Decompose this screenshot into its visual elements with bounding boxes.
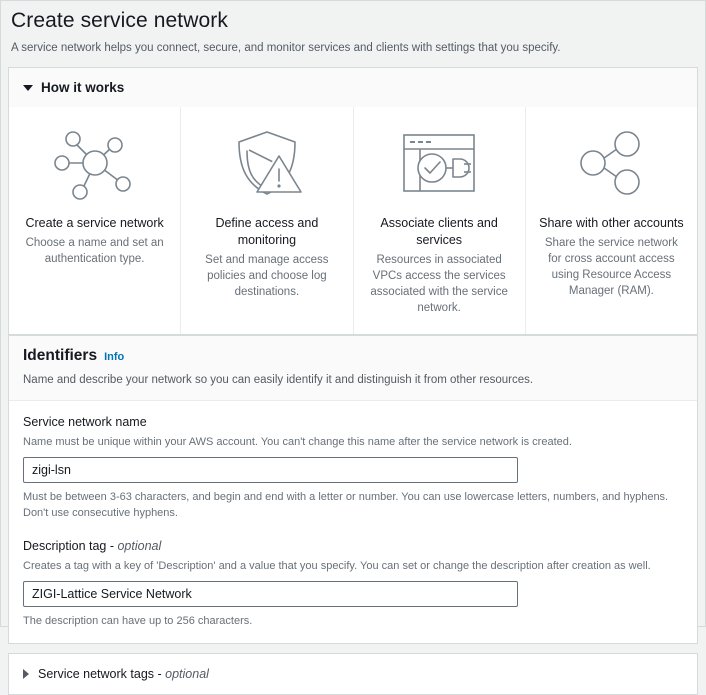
service-network-tags-toggle[interactable]: Service network tags - optional [8,653,698,695]
optional-suffix: optional [117,539,162,553]
identifiers-container: Identifiers Info Name and describe your … [8,335,698,644]
network-hub-icon [53,123,137,203]
identifiers-header: Identifiers Info Name and describe your … [9,336,697,401]
card-title: Share with other accounts [539,216,684,230]
page-subtitle: A service network helps you connect, sec… [11,42,561,54]
how-it-works-container: How it works [8,67,698,335]
how-it-works-title: How it works [41,80,125,95]
field-label: Description tag - optional [23,538,683,555]
caret-down-icon [23,84,33,91]
how-it-works-card: Create a service network Choose a name a… [9,107,180,334]
field-sub-hint: Must be between 3-63 characters, and beg… [23,491,669,519]
field-label-text: Service network name [23,415,147,429]
card-description: Share the service network for cross acco… [544,237,678,297]
service-network-name-field: Service network name Name must be unique… [23,414,683,521]
info-link[interactable]: Info [104,351,125,363]
field-hint: Name must be unique within your AWS acco… [23,436,572,448]
service-network-name-input[interactable] [23,457,518,483]
page-title: Create service network [11,9,228,32]
field-label-text: Description tag - [23,539,118,553]
how-it-works-card: Define access and monitoring Set and man… [180,107,352,334]
card-title: Create a service network [25,216,164,230]
card-description: Set and manage access policies and choos… [205,254,329,298]
card-description: Choose a name and set an authentication … [25,237,164,265]
optional-suffix: optional [165,667,209,681]
identifiers-title: Identifiers [23,347,98,364]
shield-warning-icon [225,123,309,203]
field-sub-hint: The description can have up to 256 chara… [23,615,253,627]
how-it-works-card: Associate clients and services Resources… [352,107,525,334]
how-it-works-card: Share with other accounts Share the serv… [524,107,697,334]
browser-plug-check-icon [394,123,484,203]
how-it-works-toggle[interactable]: How it works [9,68,697,107]
description-tag-input[interactable] [23,581,518,607]
service-network-tags-label: Service network tags - optional [38,667,209,681]
identifiers-description: Name and describe your network so you ca… [23,374,534,386]
service-network-tags-label-text: Service network tags - [38,667,166,681]
caret-right-icon [23,669,29,679]
identifiers-form: Service network name Name must be unique… [9,401,697,643]
how-it-works-cards: Create a service network Choose a name a… [9,107,697,334]
card-title: Associate clients and services [380,216,498,247]
page-header: Create service network A service network… [1,1,705,67]
share-nodes-icon [571,123,651,203]
card-title: Define access and monitoring [215,216,319,247]
field-label: Service network name [23,414,683,431]
identifiers-title-row: Identifiers Info [23,347,683,365]
description-tag-field: Description tag - optional Creates a tag… [23,538,683,629]
card-description: Resources in associated VPCs access the … [370,254,508,314]
field-hint: Creates a tag with a key of 'Description… [23,560,651,572]
